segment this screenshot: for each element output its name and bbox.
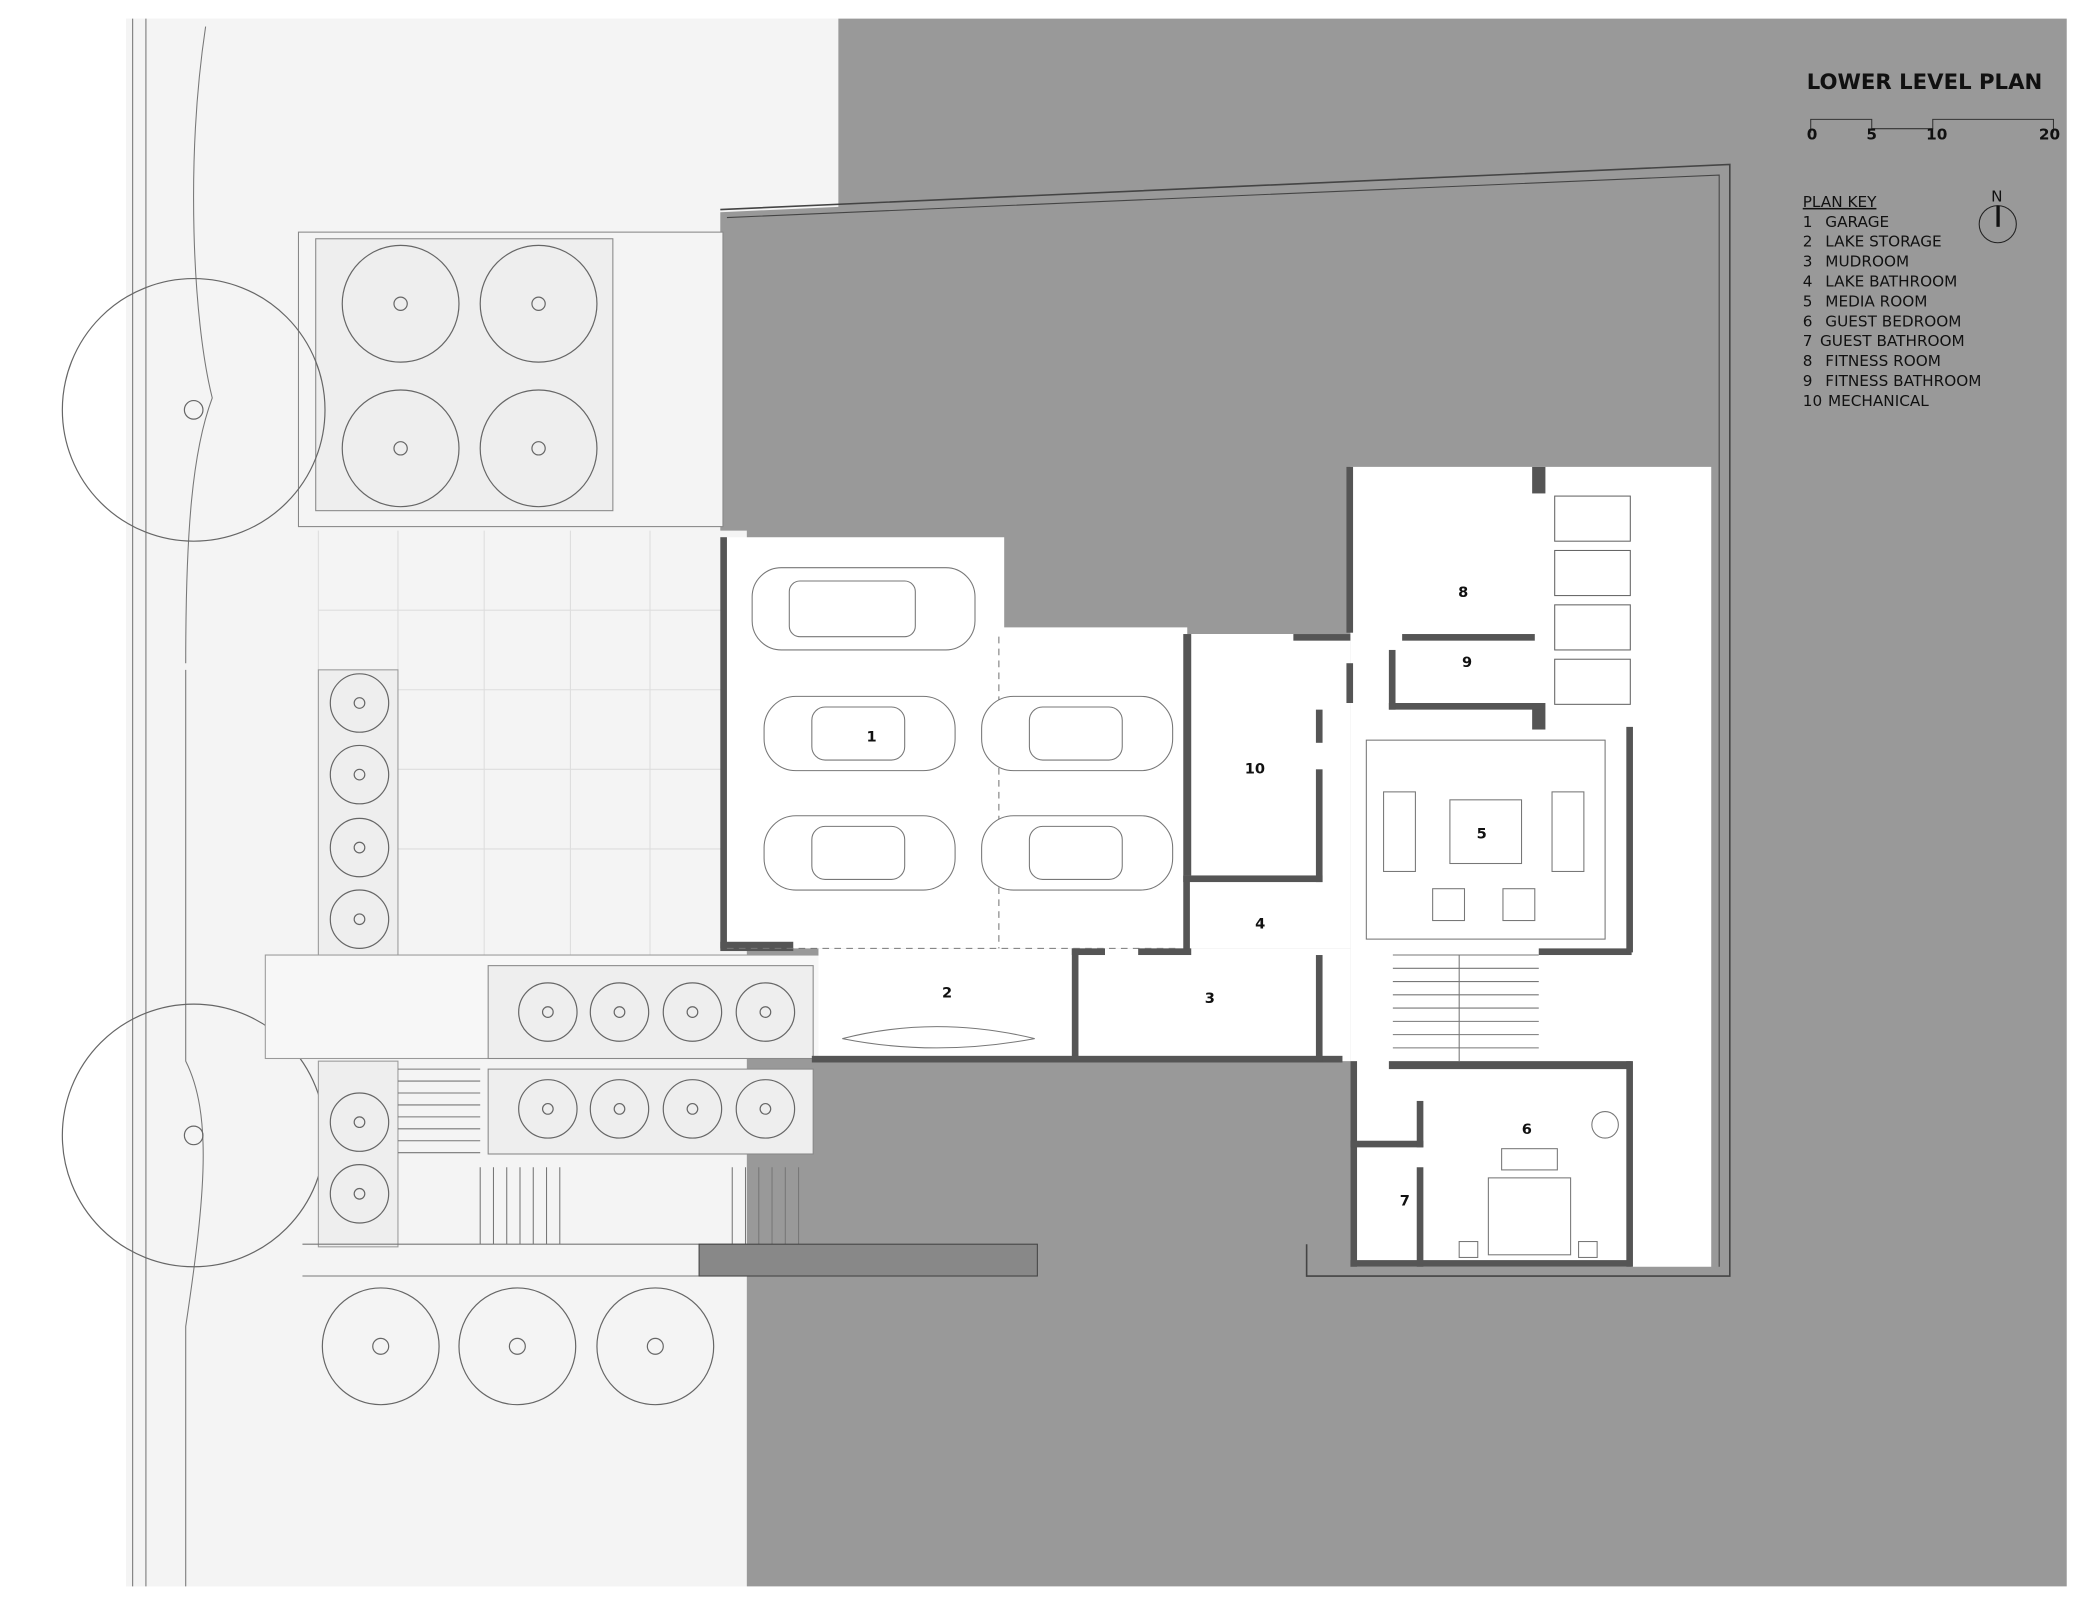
scale-tick: 0 (1807, 125, 1818, 143)
walls (720, 466, 1633, 1267)
svg-text:3: 3 (1803, 253, 1813, 271)
scale-tick: 10 (1926, 125, 1947, 143)
plan-key-item: 7 GUEST BATHROOM (1803, 332, 1965, 350)
room-label-garage: 1 (866, 728, 876, 745)
cars (751, 567, 1174, 891)
svg-text:GUEST BATHROOM: GUEST BATHROOM (1820, 332, 1965, 350)
plan-key-item: 3 MUDROOM (1803, 253, 1909, 271)
svg-text:5: 5 (1803, 292, 1813, 310)
room-label-lake-storage: 2 (942, 984, 952, 1001)
svg-text:MEDIA ROOM: MEDIA ROOM (1825, 292, 1927, 310)
svg-text:2: 2 (1803, 233, 1813, 251)
plan-key-item: 5 MEDIA ROOM (1803, 292, 1928, 310)
svg-text:MECHANICAL: MECHANICAL (1828, 392, 1929, 410)
room-label-mechanical: 10 (1245, 760, 1265, 777)
room-label-guest-bedroom: 6 (1522, 1121, 1532, 1138)
guest-bed (1458, 1111, 1619, 1258)
svg-text:MUDROOM: MUDROOM (1825, 253, 1909, 271)
planter (317, 1060, 399, 1248)
building-outline (720, 163, 1731, 1277)
planter (315, 238, 614, 512)
north-label: N (1991, 188, 2002, 206)
plan-key-item: 1 GARAGE (1803, 213, 1889, 231)
trees-driveway (329, 673, 390, 949)
scale-tick: 5 (1866, 125, 1877, 143)
road-edge (132, 18, 213, 1587)
room-label-media-room: 5 (1477, 825, 1487, 842)
room-label-fitness-bathroom: 9 (1462, 654, 1472, 671)
svg-text:10: 10 (1803, 392, 1822, 410)
svg-text:FITNESS ROOM: FITNESS ROOM (1825, 352, 1941, 370)
svg-text:4: 4 (1803, 273, 1813, 291)
trees-entry (321, 982, 796, 1406)
skylights (1554, 495, 1631, 705)
svg-text:LAKE BATHROOM: LAKE BATHROOM (1825, 273, 1957, 291)
room-label-lake-bathroom: 4 (1255, 916, 1265, 933)
svg-text:FITNESS BATHROOM: FITNESS BATHROOM (1825, 372, 1981, 390)
garage-bay-lines (726, 636, 1181, 949)
retaining-wall (698, 1243, 1038, 1277)
plan-key-item: 9 FITNESS BATHROOM (1803, 372, 1982, 390)
plan-key-heading: PLAN KEY (1803, 193, 1877, 211)
stairs-exterior (302, 1068, 800, 1277)
scale-ticks: 0 5 10 20 (1807, 125, 2060, 143)
plan-key-item: 6 GUEST BEDROOM (1803, 312, 1962, 330)
scale-tick: 20 (2039, 125, 2060, 143)
planter (317, 669, 399, 956)
kayak (842, 1026, 1035, 1049)
room-label-guest-bathroom: 7 (1400, 1193, 1410, 1210)
plan-title: LOWER LEVEL PLAN (1807, 70, 2043, 95)
room-label-fitness-room: 8 (1458, 584, 1468, 601)
svg-text:LAKE STORAGE: LAKE STORAGE (1825, 233, 1941, 251)
svg-text:9: 9 (1803, 372, 1813, 390)
scale-bar (1810, 118, 2054, 133)
room-label-mudroom: 3 (1205, 990, 1215, 1007)
svg-text:GUEST BEDROOM: GUEST BEDROOM (1825, 312, 1961, 330)
stairs-interior (1392, 954, 1539, 1062)
plan-key-item: 2 LAKE STORAGE (1803, 233, 1942, 251)
plan-key-item: 4 LAKE BATHROOM (1803, 273, 1958, 291)
svg-text:8: 8 (1803, 352, 1813, 370)
svg-text:6: 6 (1803, 312, 1813, 330)
building-outline-inner (726, 174, 1720, 1267)
svg-text:GARAGE: GARAGE (1825, 213, 1889, 231)
plan-key-item: 10 MECHANICAL (1803, 392, 1930, 410)
north-arrow-icon: N (1978, 188, 2017, 244)
svg-text:7: 7 (1803, 332, 1813, 350)
planter (487, 1068, 814, 1155)
media-room-furniture (1365, 739, 1606, 940)
planter (487, 965, 814, 1060)
plan-key-item: 8 FITNESS ROOM (1803, 352, 1941, 370)
svg-text:1: 1 (1803, 213, 1813, 231)
room-labels: 1 2 3 4 5 6 7 8 9 10 (866, 584, 1531, 1210)
